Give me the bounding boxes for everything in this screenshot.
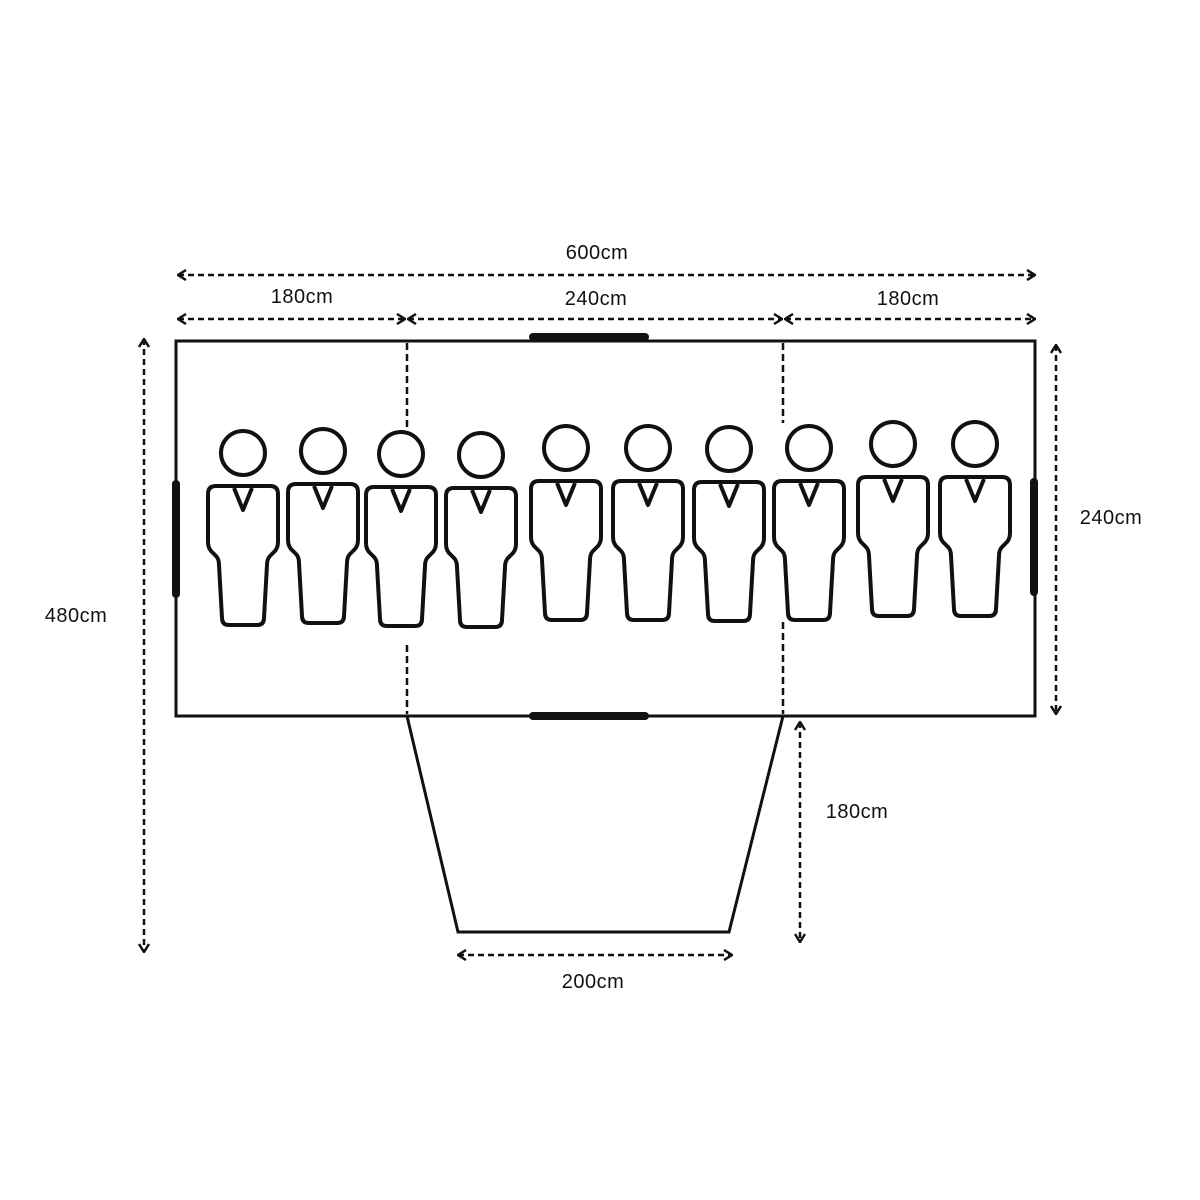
occupants	[206, 420, 1012, 629]
label-total-depth: 480cm	[45, 605, 108, 627]
person-head	[457, 431, 505, 479]
person-icon	[529, 424, 603, 622]
person-body	[444, 486, 518, 629]
person-body	[692, 480, 766, 623]
person-tie	[798, 482, 820, 507]
person-body	[856, 475, 930, 618]
label-inner-depth: 240cm	[1080, 507, 1143, 529]
person-head	[219, 429, 267, 477]
person-body	[364, 485, 438, 628]
person-tie	[637, 482, 659, 507]
person-icon	[286, 427, 360, 625]
person-icon	[444, 431, 518, 629]
person-icon	[206, 429, 280, 627]
label-porch-depth: 180cm	[826, 801, 889, 823]
person-head	[542, 424, 590, 472]
person-tie	[312, 485, 334, 510]
person-head	[869, 420, 917, 468]
person-head	[785, 424, 833, 472]
person-tie	[232, 487, 254, 512]
person-body	[529, 479, 603, 622]
person-body	[286, 482, 360, 625]
label-left-bedroom: 180cm	[271, 286, 334, 308]
person-head	[951, 420, 999, 468]
person-head	[705, 425, 753, 473]
person-tie	[555, 482, 577, 507]
label-center-living: 240cm	[565, 288, 628, 310]
label-total-width: 600cm	[566, 242, 629, 264]
porch-outline	[405, 715, 785, 934]
label-porch-width: 200cm	[562, 971, 625, 993]
person-tie	[964, 478, 986, 503]
person-tie	[718, 483, 740, 508]
person-body	[206, 484, 280, 627]
person-tie	[882, 478, 904, 503]
person-icon	[856, 420, 930, 618]
person-icon	[364, 430, 438, 628]
person-icon	[692, 425, 766, 623]
person-icon	[772, 424, 846, 622]
person-head	[624, 424, 672, 472]
person-head	[377, 430, 425, 478]
person-body	[611, 479, 685, 622]
person-body	[772, 479, 846, 622]
person-icon	[611, 424, 685, 622]
person-body	[938, 475, 1012, 618]
person-head	[299, 427, 347, 475]
person-icon	[938, 420, 1012, 618]
inner-tent-outline	[174, 339, 1037, 718]
label-right-bedroom: 180cm	[877, 288, 940, 310]
person-tie	[390, 488, 412, 513]
person-tie	[470, 489, 492, 514]
